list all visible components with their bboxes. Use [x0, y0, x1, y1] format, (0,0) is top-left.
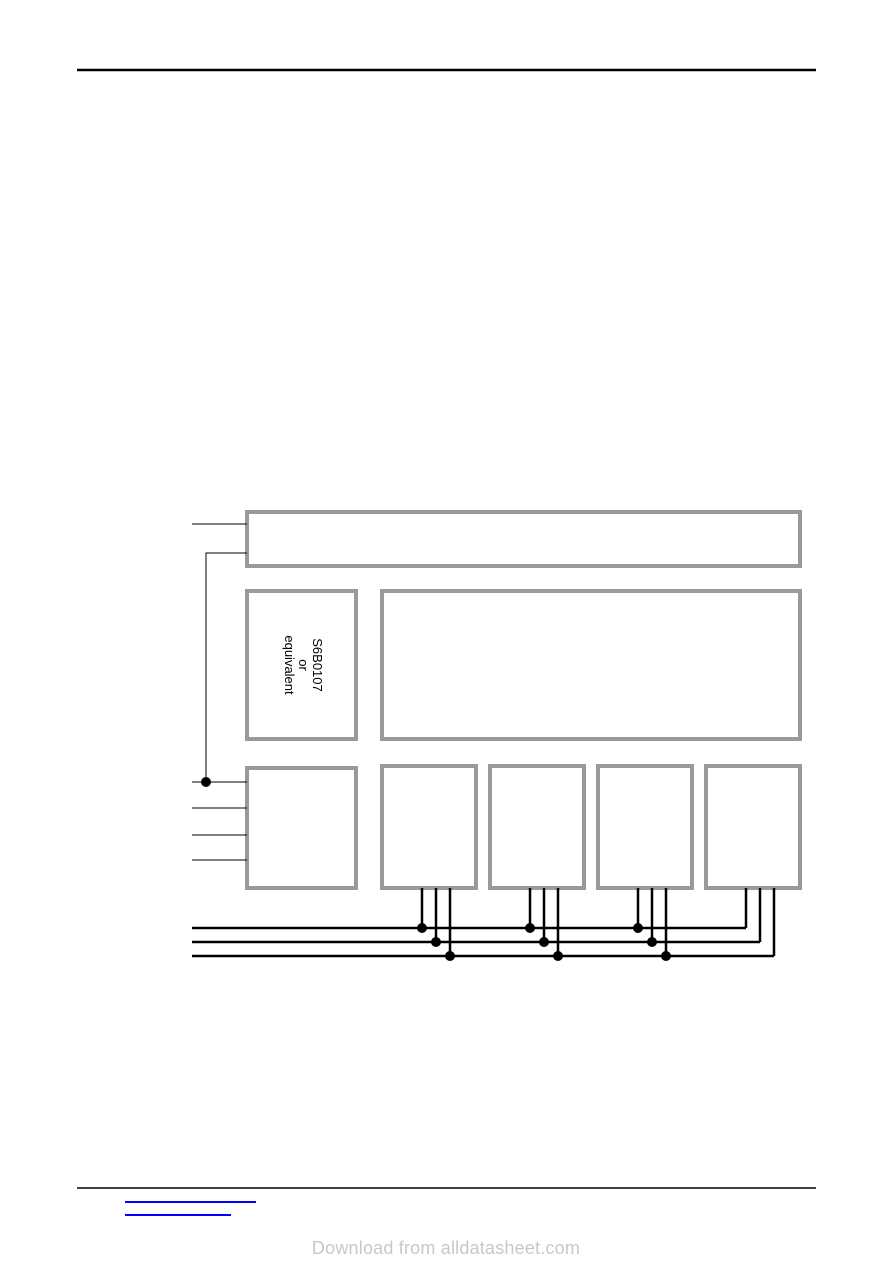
bus-junction-dot	[633, 923, 643, 933]
segment-driver-block-2	[488, 764, 586, 890]
bus-junction-dot	[553, 951, 563, 961]
lcd-panel-block	[380, 589, 802, 741]
bus-junction-dot	[525, 923, 535, 933]
bus-junction-dot	[539, 937, 549, 947]
segment-driver-block-4	[704, 764, 802, 890]
top-wide-block	[245, 510, 802, 568]
bus-junction-dot	[661, 951, 671, 961]
driver-chip-name: S6B0107	[310, 638, 325, 692]
footer-link-1[interactable]	[125, 1201, 256, 1203]
download-watermark: Download from alldatasheet.com	[311, 1238, 581, 1258]
driver-chip-equivalent: equivalent	[282, 635, 297, 695]
segment-driver-block-3	[596, 764, 694, 890]
junction-dot	[201, 777, 211, 787]
bus-junction-dot	[417, 923, 427, 933]
driver-chip-block	[245, 589, 358, 741]
bus-junction-dot	[431, 937, 441, 947]
input-wire-return	[205, 552, 247, 782]
driver-chip-or: or	[296, 659, 311, 671]
bus-junction-dot	[445, 951, 455, 961]
footer-link-2[interactable]	[125, 1214, 231, 1216]
driver-chip-label: S6B0107 or equivalent	[282, 635, 325, 695]
segment-driver-block-1	[380, 764, 478, 890]
controller-block	[245, 766, 358, 890]
bus-junction-dot	[647, 937, 657, 947]
